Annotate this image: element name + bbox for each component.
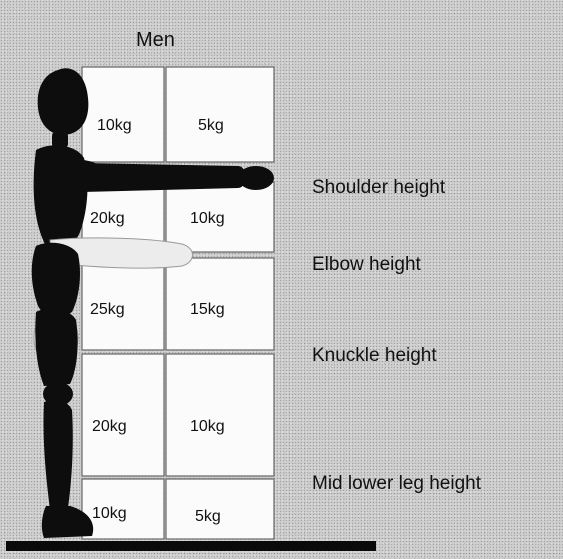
weight-r4-left: 20kg xyxy=(92,418,127,435)
weight-r1-right: 5kg xyxy=(198,117,224,134)
label-mid-lower-leg-height: Mid lower leg height xyxy=(312,473,482,494)
weight-r3-right: 15kg xyxy=(190,301,225,318)
weight-r4-right: 10kg xyxy=(190,418,225,435)
floor-line xyxy=(6,541,376,551)
weight-r2-left: 20kg xyxy=(90,210,125,227)
figure-head xyxy=(38,68,89,135)
figure-thigh xyxy=(35,309,77,386)
cell-r1-right xyxy=(166,67,274,162)
weight-grid: 10kg 5kg 20kg 10kg 25kg 15kg 20kg 10kg 1… xyxy=(82,67,274,539)
weight-r5-left: 10kg xyxy=(92,505,127,522)
weight-r1-left: 10kg xyxy=(97,117,132,134)
cell-r4-left xyxy=(82,354,164,476)
label-shoulder-height: Shoulder height xyxy=(312,177,446,198)
figure-lower-leg xyxy=(43,400,72,510)
figure-arm xyxy=(80,163,246,192)
figure-hand xyxy=(238,166,274,190)
label-elbow-height: Elbow height xyxy=(312,254,422,275)
diagram-title: Men xyxy=(136,29,175,51)
cell-r1-left xyxy=(82,67,164,162)
cell-r4-right xyxy=(166,354,274,476)
weight-r5-right: 5kg xyxy=(195,508,221,525)
label-knuckle-height: Knuckle height xyxy=(312,345,437,366)
weight-r2-right: 10kg xyxy=(190,210,225,227)
weight-r3-left: 25kg xyxy=(90,301,125,318)
figure-waist xyxy=(32,243,80,317)
